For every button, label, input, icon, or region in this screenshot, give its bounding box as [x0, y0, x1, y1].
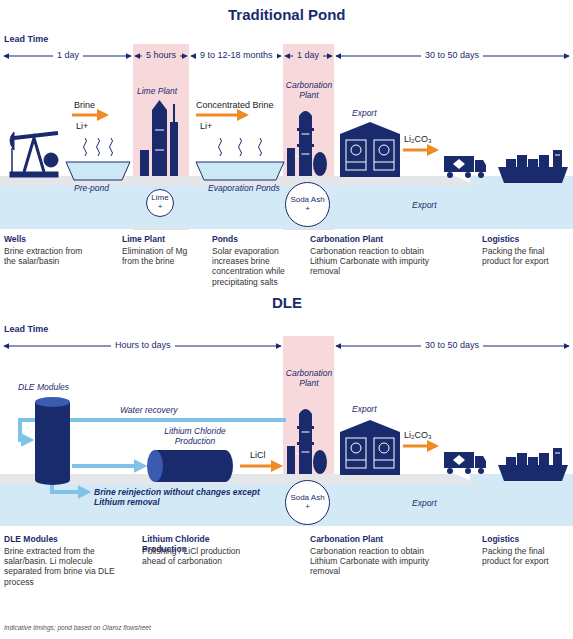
- part-label: Carbonation Plant: [283, 368, 335, 388]
- flow-label: Concentrated Brine: [196, 100, 274, 111]
- lime-plant: [140, 100, 178, 176]
- evaporation-pond: [196, 162, 284, 180]
- reagent-label: Lime: [151, 194, 168, 203]
- dle-module: [35, 397, 70, 485]
- duration-label: 9 to 12-18 months: [196, 50, 277, 61]
- carbonation-plant: [287, 409, 327, 474]
- section-title: DLE: [272, 294, 302, 312]
- ship: [498, 448, 568, 481]
- reagent-label: +: [305, 205, 310, 214]
- flow-arrow: [72, 115, 436, 466]
- duration-label: 30 to 50 days: [421, 340, 483, 351]
- part-label: Export: [412, 498, 437, 508]
- step-heading: DLE Modules: [4, 534, 116, 544]
- lead-time-column: [283, 44, 334, 230]
- step-description: Polishing / LiCl production ahead of car…: [142, 546, 254, 566]
- section-title: Traditional Pond: [228, 6, 346, 24]
- carbonation-plant: [287, 111, 327, 176]
- pre-pond: [66, 162, 130, 180]
- reagent-circle: Soda Ash+: [285, 182, 330, 227]
- licl-vessel: [147, 450, 233, 482]
- step-heading: Wells: [4, 234, 88, 244]
- footnote: Indicative timings; pond based on Olaroz…: [4, 624, 151, 632]
- lead-time-column: [283, 336, 334, 526]
- step-heading: Logistics: [482, 534, 568, 544]
- step-description: Carbonation reaction to obtain Lithium C…: [310, 246, 442, 277]
- note-label: Brine reinjection without changes except…: [94, 487, 274, 507]
- reagent-label: Soda Ash: [290, 196, 324, 205]
- duration-label: 30 to 50 days: [421, 50, 483, 61]
- part-label: Lime Plant: [137, 86, 177, 96]
- pumpjack: [10, 132, 58, 177]
- part-label: Export: [352, 404, 377, 414]
- export-warehouse: [340, 122, 400, 177]
- step-heading: Logistics: [482, 234, 568, 244]
- part-label: Pre-pond: [74, 183, 109, 193]
- duration-label: 1 day: [53, 50, 83, 61]
- part-label: Export: [412, 200, 437, 210]
- flow-label: Li₂CO₃: [404, 430, 432, 441]
- flow-label: Brine: [74, 100, 95, 111]
- part-label: Lithium Chloride Production: [145, 426, 245, 446]
- step-heading: Lime Plant: [122, 234, 206, 244]
- duration-label: 5 hours: [142, 50, 180, 61]
- reagent-label: +: [305, 503, 310, 512]
- flow-label: Li+: [200, 121, 212, 132]
- export-warehouse: [340, 420, 400, 475]
- step-description: Elimination of Mg from the brine: [122, 246, 206, 266]
- part-label: Export: [352, 108, 377, 118]
- part-label: Water recovery: [120, 405, 177, 415]
- step-description: Brine extracted from the salar/basin. Li…: [4, 546, 116, 587]
- step-heading: Carbonation Plant: [310, 234, 442, 244]
- step-description: Packing the final product for export: [482, 546, 568, 566]
- land-surface: [0, 474, 478, 484]
- part-label: Carbonation Plant: [283, 80, 335, 100]
- step-heading: Ponds: [212, 234, 304, 244]
- flow-label: LiCl: [250, 450, 266, 461]
- step-description: Brine extraction from the salar/basin: [4, 246, 88, 266]
- lead-time-label: Lead Time: [4, 324, 48, 335]
- part-label: Evaporation Ponds: [208, 183, 280, 193]
- reagent-circle: Soda Ash+: [285, 480, 330, 525]
- flow-label: Li₂CO₃: [404, 134, 432, 145]
- step-heading: Carbonation Plant: [310, 534, 442, 544]
- step-description: Solar evaporation increases brine concen…: [212, 246, 304, 287]
- truck: [444, 156, 486, 178]
- reagent-label: Soda Ash: [290, 494, 324, 503]
- truck: [444, 452, 486, 474]
- step-description: Packing the final product for export: [482, 246, 568, 266]
- reagent-circle: Lime+: [146, 189, 174, 217]
- duration-label: Hours to days: [111, 340, 175, 351]
- flow-label: Li+: [76, 121, 88, 132]
- ship: [498, 150, 568, 183]
- step-description: Carbonation reaction to obtain Lithium C…: [310, 546, 442, 577]
- lead-time-label: Lead Time: [4, 34, 48, 45]
- reagent-label: +: [158, 203, 163, 212]
- part-label: DLE Modules: [18, 382, 69, 392]
- duration-label: 1 day: [293, 50, 323, 61]
